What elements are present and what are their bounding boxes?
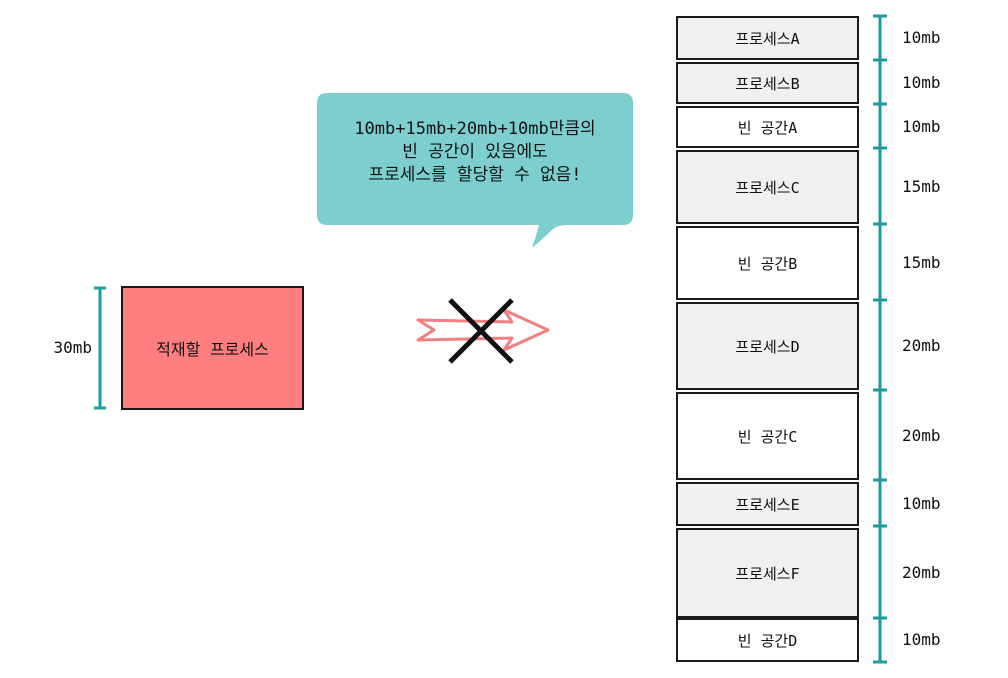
memory-block-label: 프로세스D <box>735 337 800 356</box>
memory-block-size: 10mb <box>902 117 941 136</box>
process-to-load-box: 적재할 프로세스 <box>121 286 304 410</box>
memory-block-size: 20mb <box>902 426 941 445</box>
memory-block-size: 10mb <box>902 73 941 92</box>
memory-block-label: 빈 공간D <box>737 631 798 650</box>
memory-block-label: 빈 공간A <box>737 118 798 137</box>
memory-block-size: 10mb <box>902 630 941 649</box>
memory-free-block: 빈 공간A <box>676 106 859 148</box>
callout-bubble <box>317 93 633 248</box>
memory-size-bracket <box>873 14 887 664</box>
memory-free-block: 빈 공간C <box>676 392 859 480</box>
memory-process-block: 프로세스C <box>676 150 859 224</box>
callout-text: 10mb+15mb+20mb+10mb만큼의 빈 공간이 있음에도 프로세스를 … <box>354 119 596 185</box>
memory-block-label: 프로세스B <box>735 74 800 93</box>
memory-block-size: 15mb <box>902 253 941 272</box>
memory-block-size: 10mb <box>902 494 941 513</box>
memory-block-label: 프로세스E <box>735 495 800 514</box>
memory-process-block: 프로세스D <box>676 302 859 390</box>
memory-process-block: 프로세스B <box>676 62 859 104</box>
blocked-arrow-icon <box>416 298 550 364</box>
process-size-bracket <box>94 286 106 410</box>
memory-process-block: 프로세스A <box>676 16 859 60</box>
memory-block-size: 15mb <box>902 177 941 196</box>
memory-block-label: 프로세스C <box>735 178 800 197</box>
memory-process-block: 프로세스E <box>676 482 859 526</box>
memory-block-size: 20mb <box>902 336 941 355</box>
memory-block-size: 10mb <box>902 28 941 47</box>
memory-block-label: 빈 공간C <box>737 427 798 446</box>
memory-free-block: 빈 공간D <box>676 618 859 662</box>
memory-block-label: 프로세스A <box>735 29 800 48</box>
memory-block-label: 프로세스F <box>735 564 800 583</box>
process-size-label: 30mb <box>53 338 92 357</box>
memory-process-block: 프로세스F <box>676 528 859 618</box>
process-to-load-label: 적재할 프로세스 <box>156 340 269 359</box>
memory-block-size: 20mb <box>902 563 941 582</box>
memory-block-label: 빈 공간B <box>737 254 798 273</box>
memory-free-block: 빈 공간B <box>676 226 859 300</box>
memory-column: 프로세스A 프로세스B 빈 공간A 프로세스C 빈 공간B 프로세스D 빈 공간C 프로세스E… <box>676 16 859 664</box>
